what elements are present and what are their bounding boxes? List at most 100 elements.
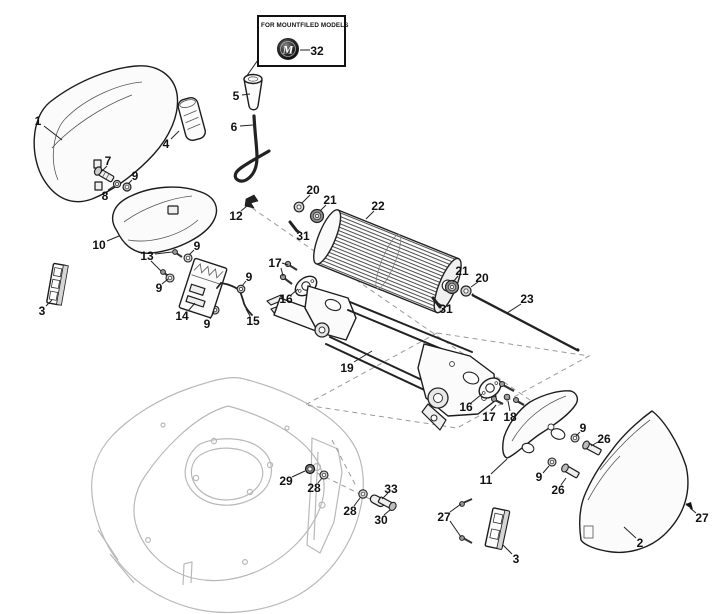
callout-leader-26	[560, 477, 567, 486]
callout-leader-14	[187, 302, 196, 312]
part-callout-16: 16	[459, 400, 473, 414]
part-27-screws-bottom	[459, 498, 473, 544]
callout-leader-9	[161, 278, 169, 285]
callout-leader-31	[437, 302, 444, 307]
part-15-link-rod	[216, 282, 253, 316]
part-14-bracket	[178, 257, 228, 319]
part-callout-27: 27	[695, 511, 709, 525]
callout-leader-9	[188, 249, 195, 256]
callout-leader-17	[281, 262, 289, 266]
part-callout-27: 27	[437, 510, 451, 524]
callout-leader-9	[241, 280, 247, 287]
callout-leader-9	[542, 465, 550, 474]
part-callout-9: 9	[246, 270, 253, 284]
callout-leader-26	[590, 441, 599, 447]
callout-leader-22	[365, 210, 375, 220]
part-callout-6: 6	[231, 120, 238, 134]
part-callout-31: 31	[296, 229, 310, 243]
part-callout-21: 21	[323, 193, 337, 207]
part-callout-31: 31	[439, 302, 453, 316]
part-5-boot	[243, 73, 263, 111]
part-callout-8: 8	[102, 189, 109, 203]
callout-leader-15	[245, 308, 251, 317]
callout-leader-10	[106, 235, 120, 242]
inset-box-title: FOR MOUNTFILED MODELS	[261, 22, 349, 29]
part-callout-12: 12	[229, 209, 243, 223]
part-callout-4: 4	[163, 137, 170, 151]
callout-leader-9	[209, 311, 215, 320]
callout-leader-6	[239, 124, 254, 127]
part-27-screw-right	[685, 502, 693, 510]
inset-box: FOR MOUNTFILED MODELS M	[245, 15, 349, 78]
part-callout-29: 29	[279, 474, 293, 488]
callout-leader-8	[107, 185, 115, 191]
callout-leader-21	[319, 204, 327, 212]
callout-leader-20	[301, 194, 311, 204]
part-callout-11: 11	[480, 473, 493, 487]
callout-leader-17	[490, 404, 497, 412]
part-callout-19: 19	[340, 361, 354, 375]
part-3-grille-bottom	[484, 507, 511, 550]
part-17-screws-left	[279, 260, 298, 285]
part-29-grommet	[304, 463, 316, 475]
callout-leader-23	[506, 303, 522, 314]
callout-leader-7	[100, 165, 108, 173]
part-31-pin-right	[431, 296, 442, 309]
part-21-bearing-right	[444, 279, 460, 295]
part-callout-30: 30	[374, 513, 388, 527]
part-2-right-cover	[578, 410, 689, 554]
part-28-washer-a	[319, 470, 329, 480]
part-callout-3: 3	[39, 304, 46, 318]
part-23-axle-highlight	[473, 293, 578, 349]
callout-leader-28	[353, 497, 361, 507]
callout-leader-33	[381, 492, 389, 500]
callout-leader-1	[43, 125, 63, 141]
part-9-washer-15	[236, 284, 246, 294]
callout-leader-13	[150, 260, 162, 272]
callout-leader-11	[490, 458, 508, 475]
part-8-washer	[112, 179, 122, 189]
part-callout-10: 10	[92, 238, 106, 252]
part-20-washer-right	[460, 285, 472, 297]
callout-leader-27	[689, 507, 697, 514]
part-callout-9: 9	[536, 470, 543, 484]
mower-deck-outline	[91, 377, 364, 614]
part-callout-15: 15	[246, 314, 260, 328]
callout-leader-9	[575, 431, 581, 437]
part-6-hook-rod	[233, 114, 271, 183]
callout-leader-18	[507, 400, 511, 412]
callout-leader-16	[470, 393, 483, 404]
part-callout-2: 2	[637, 536, 644, 550]
part-callout-26: 26	[597, 432, 611, 446]
part-callout-9: 9	[132, 169, 139, 183]
part-callout-32: 32	[310, 44, 324, 58]
part-23-axle-rod	[471, 293, 580, 352]
callout-leader-4	[170, 130, 180, 140]
callout-leader-20	[470, 281, 479, 288]
callout-leader-13	[154, 251, 173, 255]
part-callout-7: 7	[105, 154, 112, 168]
part-9-nut	[122, 182, 132, 192]
part-3-grille-left	[46, 262, 69, 306]
callout-leader-3	[45, 299, 53, 307]
callout-leader-5	[241, 93, 251, 96]
part-9-washers-right	[547, 433, 580, 467]
part-17-18-fasteners-right	[491, 381, 525, 406]
callout-leader-28	[317, 477, 323, 484]
part-21-bearing-left	[309, 208, 325, 224]
part-callout-28: 28	[307, 481, 321, 495]
part-11-side-plate	[502, 390, 579, 459]
part-callout-3: 3	[513, 552, 520, 566]
callout-leader-27	[449, 503, 462, 513]
part-callout-9: 9	[194, 239, 201, 253]
part-callout-13: 13	[140, 249, 154, 263]
part-31-pin-left	[288, 220, 299, 233]
part-callout-20: 20	[475, 271, 489, 285]
callout-leader-12	[240, 205, 248, 212]
part-callout-14: 14	[175, 309, 189, 323]
part-26-bolt-upper	[582, 440, 602, 456]
part-callout-17: 17	[482, 410, 496, 424]
